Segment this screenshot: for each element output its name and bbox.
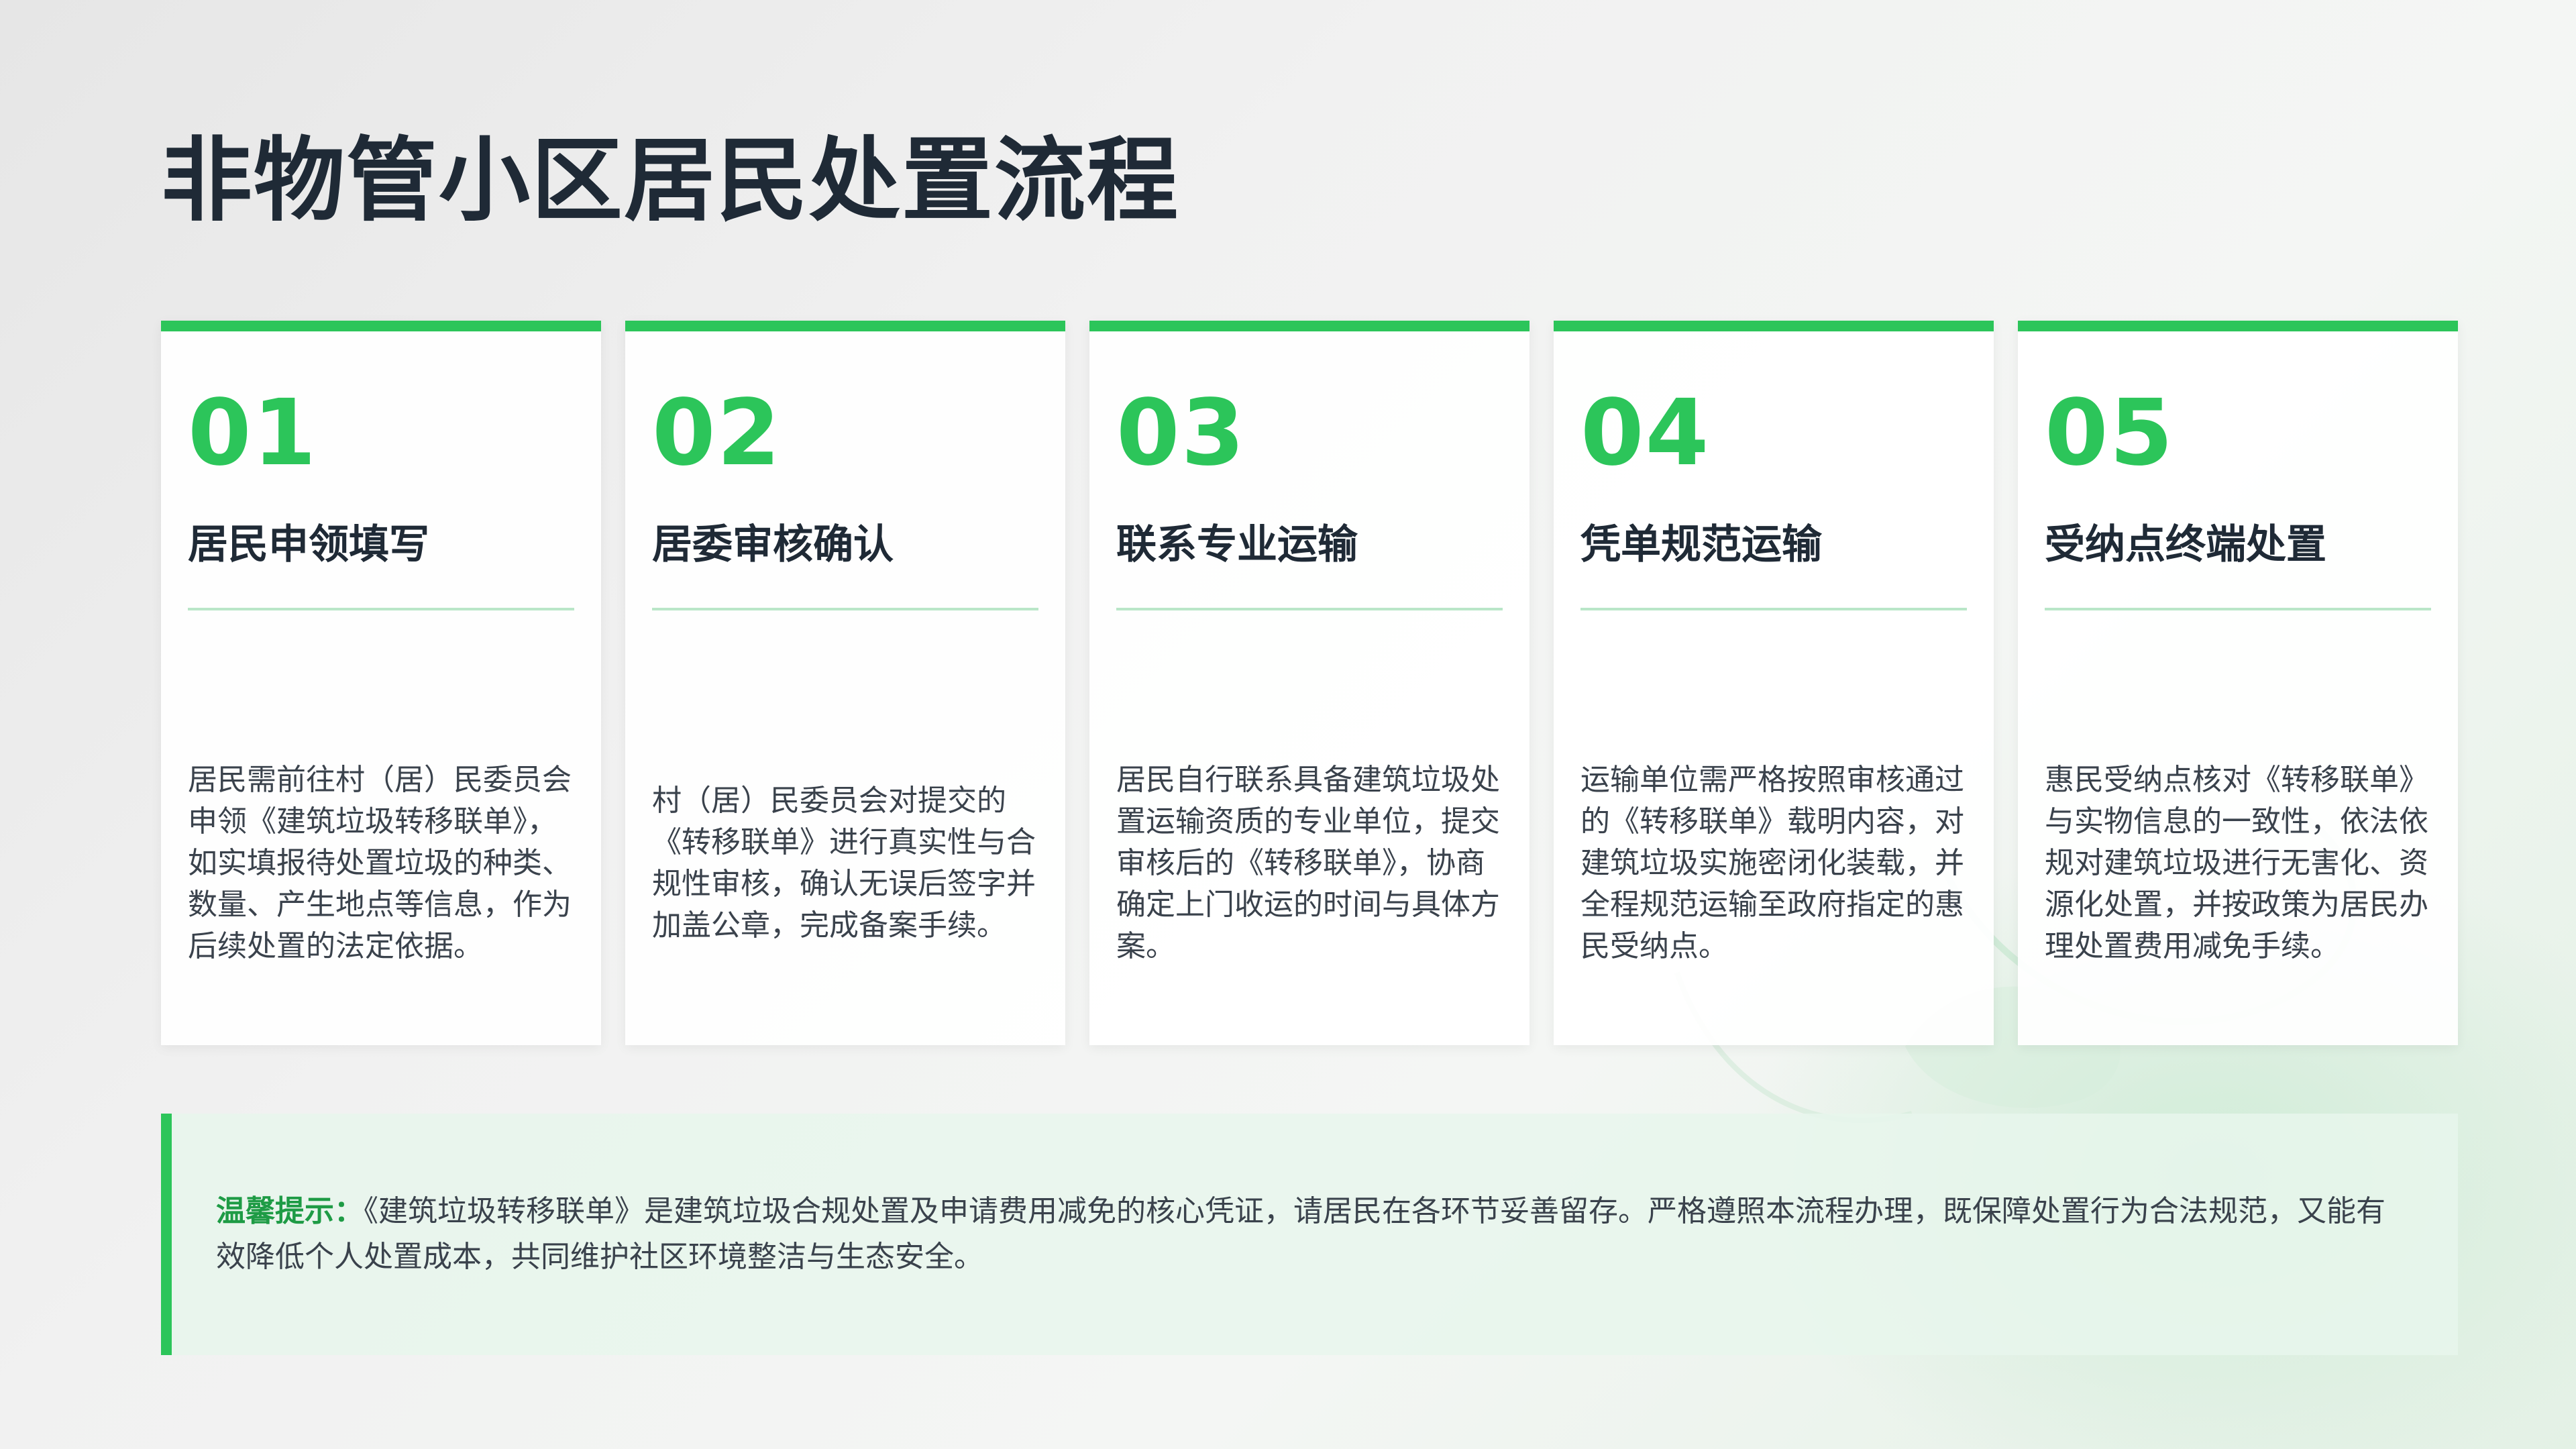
step-divider xyxy=(652,608,1038,610)
step-description: 运输单位需严格按照审核通过的《转移联单》载明内容，对建筑垃圾实施密闭化装载，并全… xyxy=(1580,763,1964,963)
step-card-3: 03 联系专业运输 居民自行联系具备建筑垃圾处置运输资质的专业单位，提交审核后的… xyxy=(1089,321,1529,1045)
step-title: 凭单规范运输 xyxy=(1580,521,1822,568)
step-divider xyxy=(1116,608,1503,610)
step-description: 村（居）民委员会对提交的《转移联单》进行真实性与合规性审核，确认无误后签字并加盖… xyxy=(652,784,1036,943)
process-steps: 01 居民申领填写 居民需前往村（居）民委员会申领《建筑垃圾转移联单》，如实填报… xyxy=(161,321,2458,1045)
step-description: 居民自行联系具备建筑垃圾处置运输资质的专业单位，提交审核后的《转移联单》，协商确… xyxy=(1116,763,1500,963)
step-description-container: 居民需前往村（居）民委员会申领《建筑垃圾转移联单》，如实填报待处置垃圾的种类、数… xyxy=(188,708,577,1018)
tip-label: 温馨提示： xyxy=(216,1194,364,1228)
step-description-container: 居民自行联系具备建筑垃圾处置运输资质的专业单位，提交审核后的《转移联单》，协商确… xyxy=(1116,708,1505,1018)
step-card-5: 05 受纳点终端处置 惠民受纳点核对《转移联单》与实物信息的一致性，依法依规对建… xyxy=(2018,321,2458,1045)
step-description: 居民需前往村（居）民委员会申领《建筑垃圾转移联单》，如实填报待处置垃圾的种类、数… xyxy=(188,763,572,963)
step-title: 受纳点终端处置 xyxy=(2045,521,2326,568)
tip-text: 《建筑垃圾转移联单》是建筑垃圾合规处置及申请费用减免的核心凭证，请居民在各环节妥… xyxy=(216,1194,2385,1274)
step-divider xyxy=(1580,608,1967,610)
step-divider xyxy=(188,608,574,610)
step-card-2: 02 居委审核确认 村（居）民委员会对提交的《转移联单》进行真实性与合规性审核，… xyxy=(625,321,1065,1045)
step-number: 04 xyxy=(1580,380,1711,486)
page-title: 非物管小区居民处置流程 xyxy=(161,128,1179,234)
step-number: 03 xyxy=(1116,380,1246,486)
step-title: 居民申领填写 xyxy=(188,521,429,568)
step-description-container: 惠民受纳点核对《转移联单》与实物信息的一致性，依法依规对建筑垃圾进行无害化、资源… xyxy=(2045,708,2434,1018)
step-number: 05 xyxy=(2045,380,2175,486)
step-number: 01 xyxy=(188,380,318,486)
step-title: 联系专业运输 xyxy=(1116,521,1358,568)
step-card-4: 04 凭单规范运输 运输单位需严格按照审核通过的《转移联单》载明内容，对建筑垃圾… xyxy=(1554,321,1994,1045)
step-divider xyxy=(2045,608,2431,610)
step-description-container: 运输单位需严格按照审核通过的《转移联单》载明内容，对建筑垃圾实施密闭化装载，并全… xyxy=(1580,708,1970,1018)
step-card-1: 01 居民申领填写 居民需前往村（居）民委员会申领《建筑垃圾转移联单》，如实填报… xyxy=(161,321,601,1045)
step-title: 居委审核确认 xyxy=(652,521,894,568)
step-description: 惠民受纳点核对《转移联单》与实物信息的一致性，依法依规对建筑垃圾进行无害化、资源… xyxy=(2045,763,2428,963)
step-description-container: 村（居）民委员会对提交的《转移联单》进行真实性与合规性审核，确认无误后签字并加盖… xyxy=(652,708,1041,1018)
step-number: 02 xyxy=(652,380,782,486)
tip-box: 温馨提示：《建筑垃圾转移联单》是建筑垃圾合规处置及申请费用减免的核心凭证，请居民… xyxy=(161,1114,2458,1355)
tip-content: 温馨提示：《建筑垃圾转移联单》是建筑垃圾合规处置及申请费用减免的核心凭证，请居民… xyxy=(216,1189,2411,1280)
